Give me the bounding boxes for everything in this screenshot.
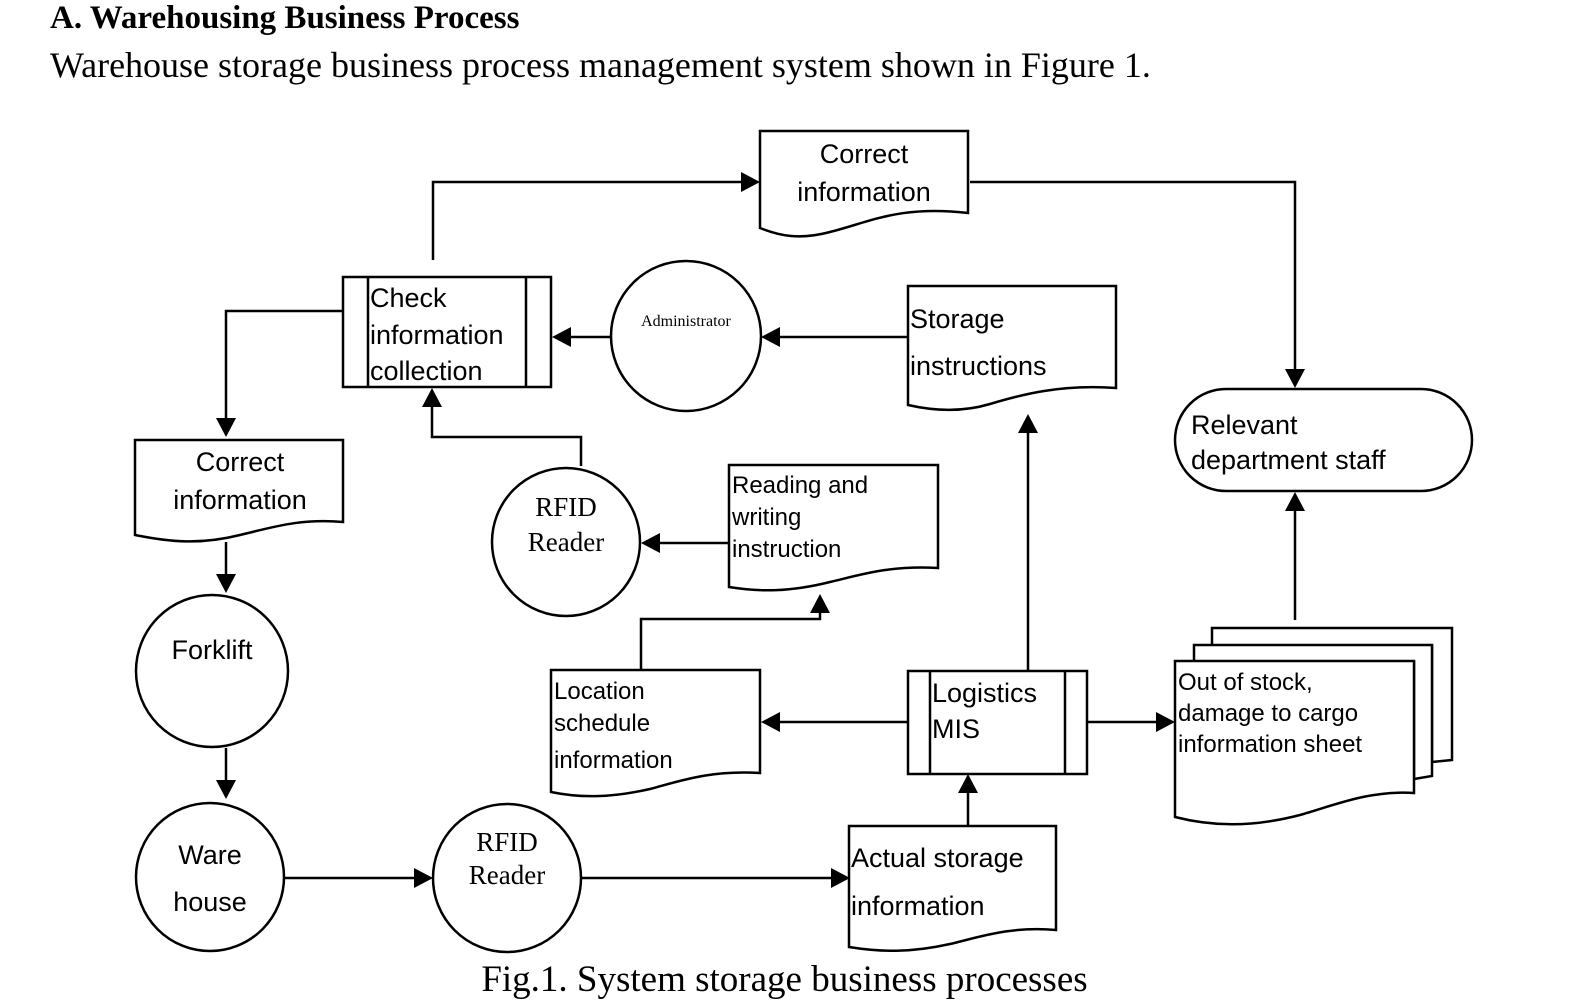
node-label: instructions	[910, 351, 1047, 381]
arrowhead	[1285, 369, 1305, 388]
node-label: information sheet	[1178, 731, 1362, 758]
edge-rfid-to-check	[430, 406, 583, 466]
arrowhead	[1156, 712, 1175, 732]
node-label: Reader	[528, 527, 604, 557]
node-label: Forklift	[172, 635, 253, 665]
node-label: Administrator	[641, 313, 731, 330]
node-label: information	[797, 177, 931, 207]
arrowhead	[641, 533, 660, 553]
node-label: Actual storage	[851, 843, 1024, 873]
node-label: information	[173, 485, 307, 515]
warehouse-node: Ware house	[134, 801, 286, 953]
administrator-node: Administrator	[609, 259, 763, 413]
rfid-reader-bottom-node: RFID Reader	[431, 802, 583, 954]
node-label: Reading and	[732, 472, 868, 499]
node-label: instruction	[732, 536, 841, 563]
arrowhead	[1018, 414, 1038, 433]
arrowhead	[761, 712, 780, 732]
check-information-collection-node: Check information collection	[341, 275, 553, 389]
node-label: Reader	[469, 860, 545, 890]
node-label: department staff	[1191, 445, 1386, 475]
correct-information-left-node: Correct information	[133, 438, 345, 543]
edge-check-to-correct-left	[224, 309, 343, 420]
node-label: Correct	[196, 447, 285, 477]
edge-correct-top-to-staff	[970, 180, 1297, 370]
node-label: RFID	[476, 827, 538, 857]
connectors	[216, 172, 1305, 888]
relevant-department-staff-node: Relevant department staff	[1173, 387, 1474, 493]
node-label: Storage	[910, 304, 1005, 334]
node-label: Logistics	[932, 678, 1037, 708]
correct-information-top-node: Correct information	[758, 129, 970, 238]
node-label: information	[370, 320, 504, 350]
out-of-stock-sheet-node: Out of stock, damage to cargo informatio…	[1173, 626, 1454, 826]
rfid-reader-middle-node: RFID Reader	[490, 466, 642, 618]
arrowhead	[810, 594, 830, 613]
reading-writing-instruction-node: Reading and writing instruction	[727, 463, 940, 592]
arrowhead	[741, 172, 760, 192]
node-label: MIS	[932, 714, 980, 744]
arrowhead	[216, 418, 236, 437]
node-label: collection	[370, 356, 483, 386]
arrowhead	[216, 574, 236, 593]
node-label: writing	[731, 504, 801, 531]
arrowhead	[958, 774, 978, 793]
storage-instructions-node: Storage instructions	[906, 284, 1118, 411]
section-intro: Warehouse storage business process manag…	[50, 45, 1151, 85]
node-label: damage to cargo	[1178, 700, 1358, 727]
section-heading: A. Warehousing Business Process	[50, 0, 520, 36]
figure-caption: Fig.1. System storage business processes	[481, 959, 1088, 1000]
logistics-mis-node: Logistics MIS	[906, 669, 1089, 776]
node-label: Location	[554, 678, 645, 705]
actual-storage-information-node: Actual storage information	[847, 824, 1058, 953]
edge-check-to-correct-top	[431, 180, 742, 260]
edge-location-to-rw	[639, 612, 822, 670]
arrowhead	[414, 868, 433, 888]
node-label: Relevant	[1191, 410, 1298, 440]
node-label: Correct	[820, 139, 909, 169]
node-label: Ware	[178, 840, 242, 870]
node-label: Check	[370, 283, 447, 313]
node-label: information	[554, 747, 673, 774]
arrowhead	[761, 327, 780, 347]
location-schedule-information-node: Location schedule information	[549, 668, 762, 798]
node-label: Out of stock,	[1178, 669, 1313, 696]
arrowhead	[216, 780, 236, 799]
arrowhead	[1285, 492, 1305, 511]
arrowhead	[831, 868, 850, 888]
node-label: schedule	[554, 710, 650, 737]
arrowhead	[422, 388, 442, 407]
node-label: information	[851, 891, 985, 921]
node-label: house	[173, 887, 247, 917]
arrowhead	[552, 327, 571, 347]
forklift-node: Forklift	[134, 593, 290, 749]
node-label: RFID	[535, 492, 597, 522]
